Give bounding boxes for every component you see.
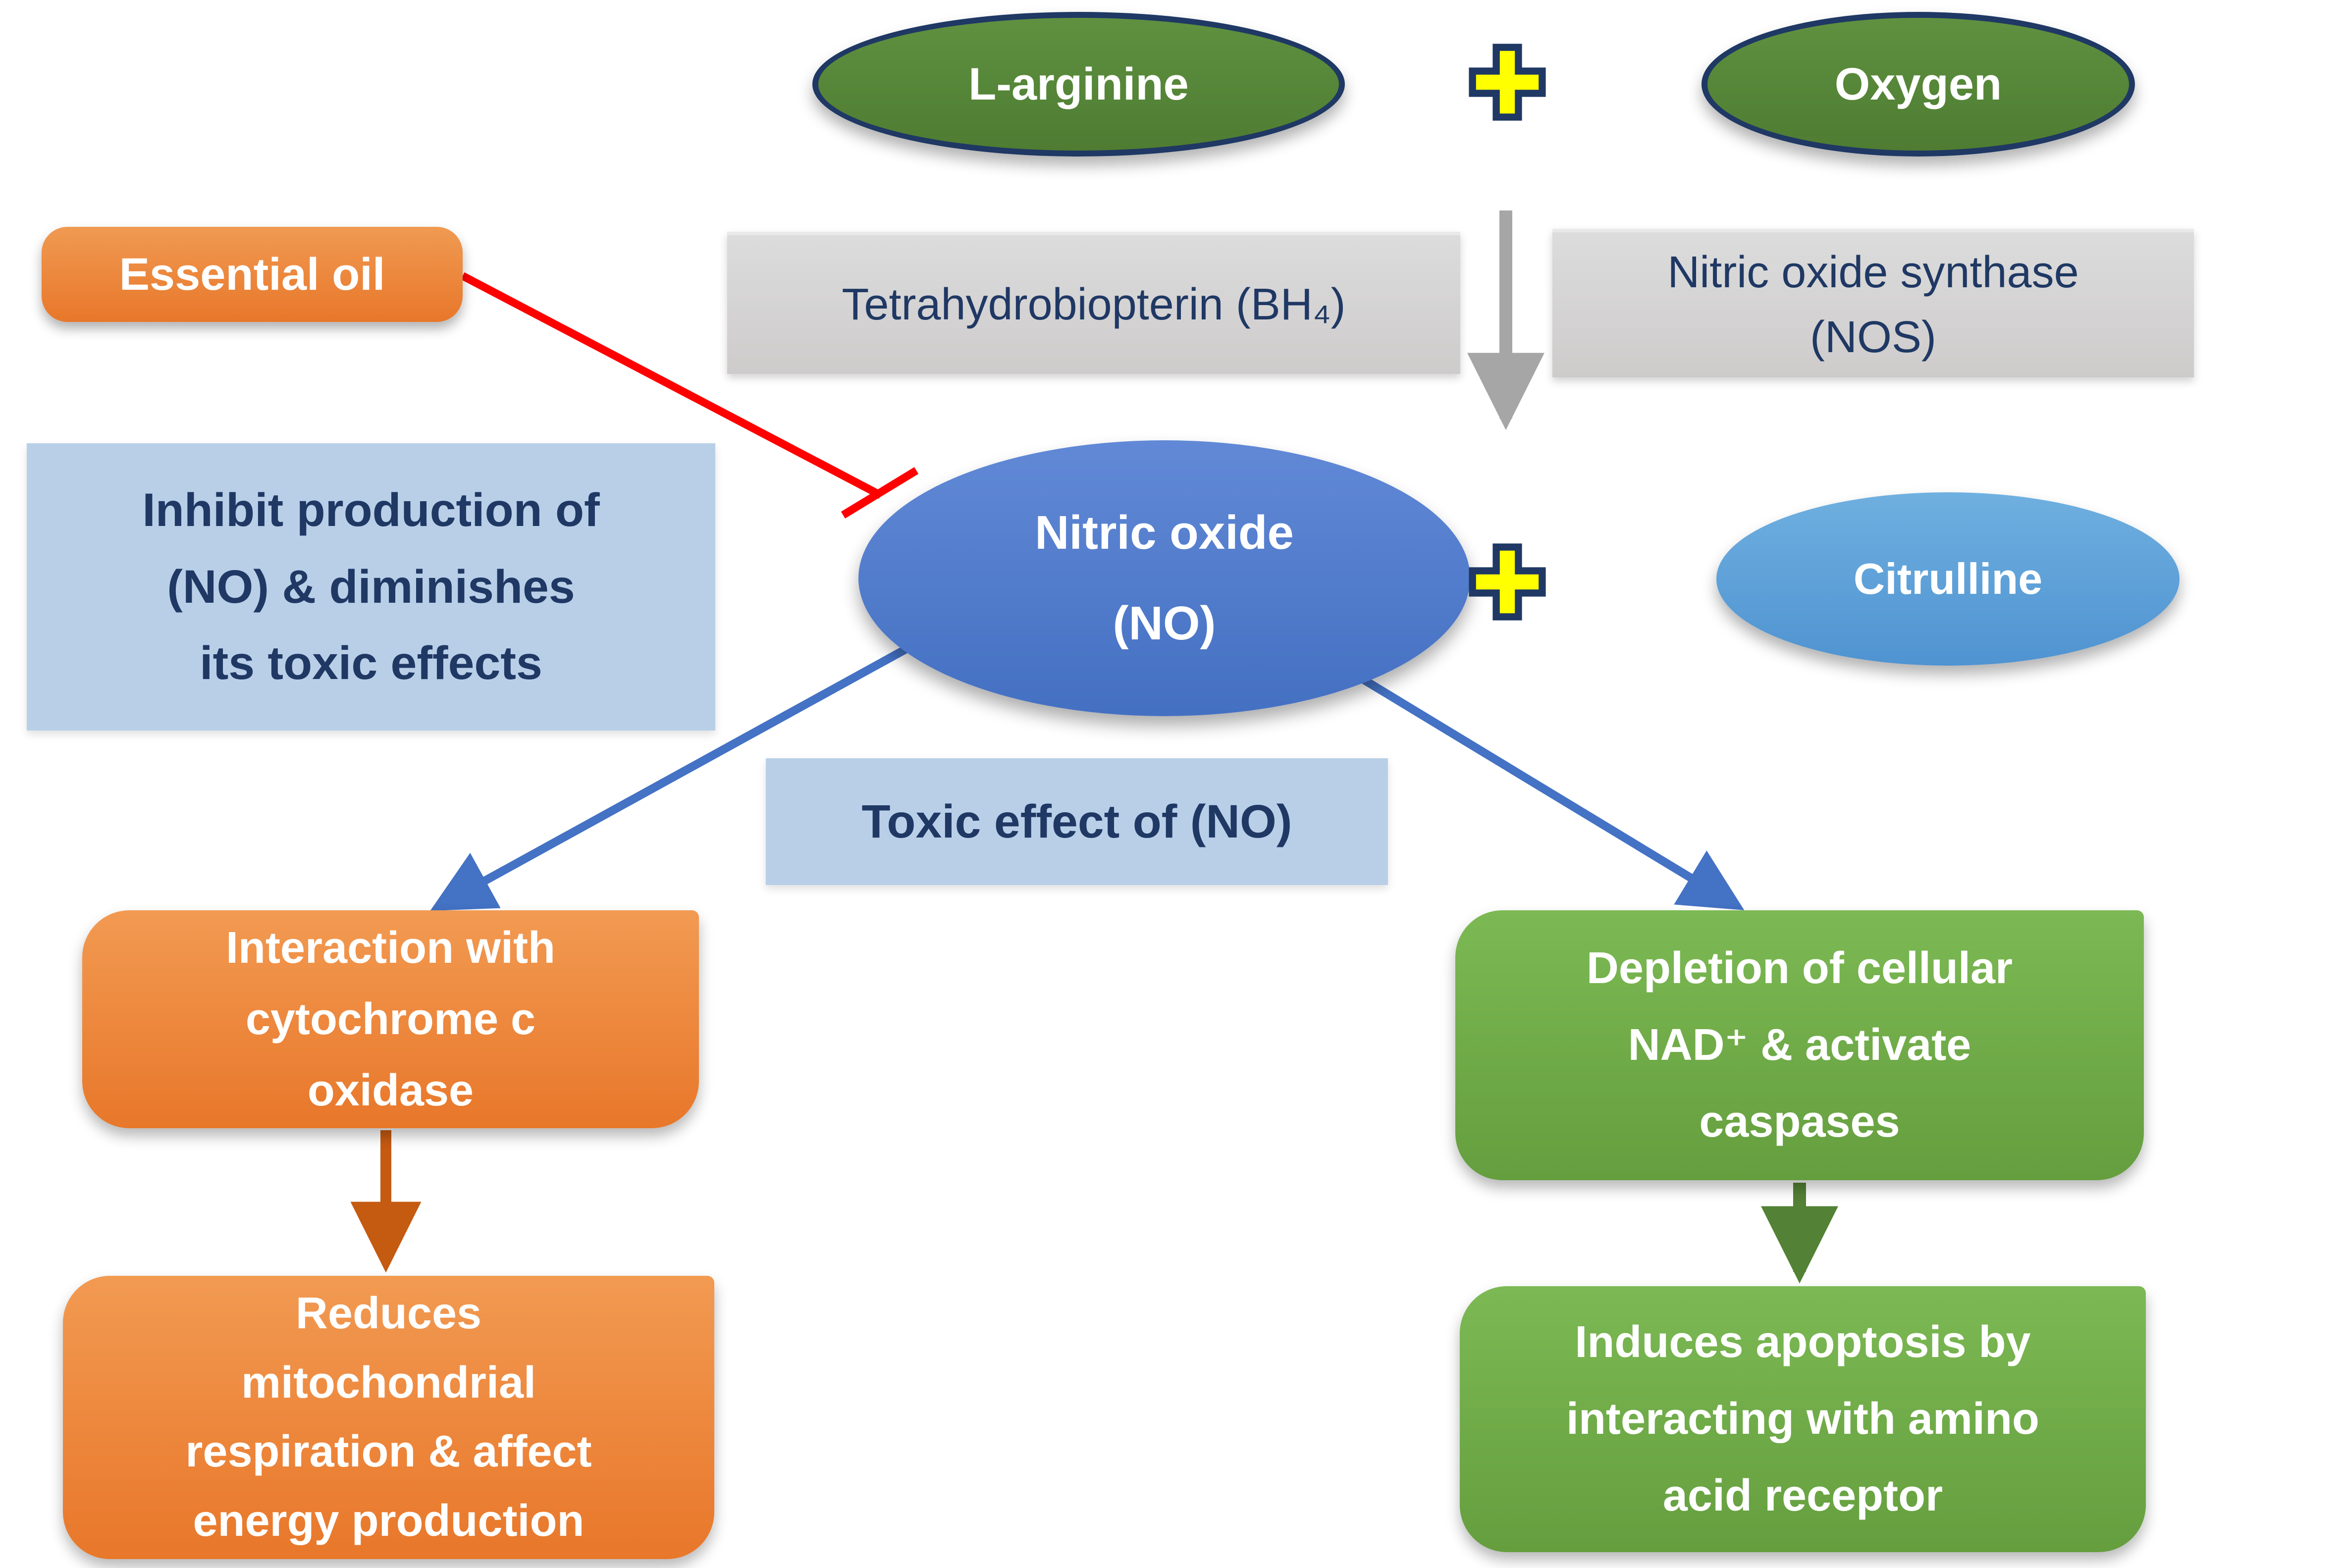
- node-depletion-nad: Depletion of cellular NAD⁺ & activate ca…: [1455, 910, 2144, 1180]
- blue-arrow-no-to-depletion: [1310, 645, 1745, 910]
- plus-icon: [1469, 44, 1546, 121]
- node-l-arginine: L-arginine: [812, 12, 1345, 157]
- tetrahydrobiopterin-label: Tetrahydrobiopterin (BH₄): [842, 279, 1346, 329]
- induces-line-1: Induces apoptosis by: [1575, 1317, 2031, 1367]
- node-toxic-effect: Toxic effect of (NO): [766, 758, 1388, 885]
- node-oxygen: Oxygen: [1702, 12, 2135, 157]
- oxygen-label: Oxygen: [1834, 58, 2002, 109]
- node-essential-oil: Essential oil: [42, 227, 463, 322]
- citrulline-label: Citrulline: [1853, 554, 2043, 603]
- essential-oil-label: Essential oil: [119, 249, 385, 300]
- interaction-line-2: cytochrome c: [245, 994, 536, 1044]
- node-citrulline: Citrulline: [1716, 492, 2180, 666]
- interaction-line-3: oxidase: [307, 1066, 474, 1115]
- induces-line-3: acid receptor: [1662, 1470, 1943, 1520]
- node-interaction-cytochrome: Interaction with cytochrome c oxidase: [82, 910, 699, 1128]
- reduces-line-3: respiration & affect: [185, 1427, 592, 1476]
- node-tetrahydrobiopterin: Tetrahydrobiopterin (BH₄): [727, 232, 1460, 374]
- red-inhibition-line: [461, 272, 883, 499]
- blue-arrow-no-to-interaction: [430, 645, 909, 911]
- reduces-line-2: mitochondrial: [241, 1358, 536, 1408]
- nitric-oxide-line-1: Nitric oxide: [1035, 506, 1294, 560]
- inhibit-line-2: (NO) & diminishes: [167, 560, 575, 613]
- red-inhibition-tbar: [841, 467, 919, 519]
- l-arginine-label: L-arginine: [968, 58, 1189, 109]
- node-reduces-respiration: Reduces mitochondrial respiration & affe…: [63, 1276, 714, 1559]
- depletion-line-2: NAD⁺ & activate: [1628, 1020, 1971, 1070]
- inhibit-line-3: its toxic effects: [200, 637, 542, 690]
- plus-icon: [1469, 543, 1546, 621]
- nitric-oxide-line-2: (NO): [1113, 596, 1216, 650]
- inhibit-line-1: Inhibit production of: [142, 483, 600, 536]
- nos-line-1: Nitric oxide synthase: [1667, 248, 2079, 297]
- reduces-line-1: Reduces: [295, 1289, 482, 1338]
- node-induces-apoptosis: Induces apoptosis by interacting with am…: [1460, 1286, 2146, 1552]
- node-nitric-oxide-synthase: Nitric oxide synthase (NOS): [1552, 229, 2194, 377]
- reduces-line-4: energy production: [193, 1496, 585, 1546]
- nos-line-2: (NOS): [1810, 312, 1936, 362]
- depletion-line-1: Depletion of cellular: [1586, 943, 2013, 993]
- interaction-line-1: Interaction with: [225, 923, 556, 973]
- node-inhibit-note: Inhibit production of (NO) & diminishes …: [27, 443, 715, 731]
- toxic-effect-label: Toxic effect of (NO): [861, 795, 1292, 848]
- node-nitric-oxide: Nitric oxide (NO): [858, 440, 1470, 716]
- depletion-line-3: caspases: [1699, 1097, 1900, 1147]
- induces-line-2: interacting with amino: [1566, 1394, 2040, 1444]
